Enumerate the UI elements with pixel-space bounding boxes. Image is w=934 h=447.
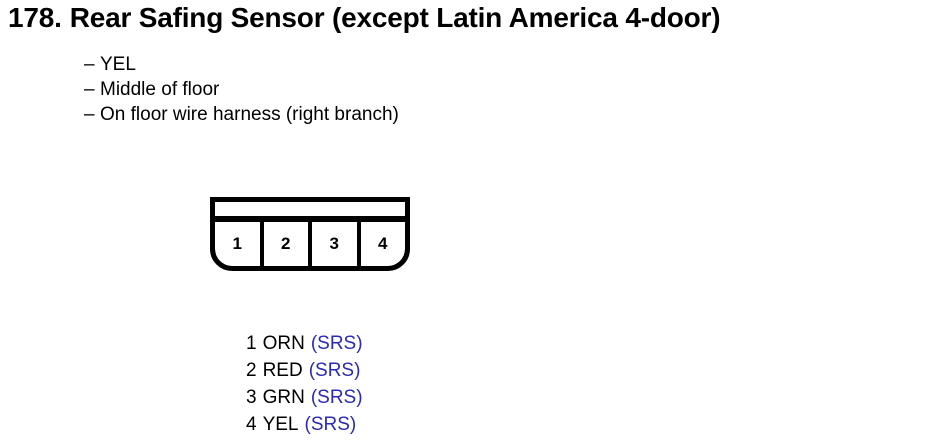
pin-legend-wire-color: ORN — [262, 333, 305, 354]
connector-diagram: 1 2 3 4 — [210, 197, 410, 271]
dash-bullet-icon: – — [84, 79, 95, 100]
connector-pin-cell: 4 — [360, 222, 405, 266]
pin-legend-number: 2 — [246, 360, 257, 381]
pin-legend-number: 4 — [246, 414, 257, 435]
pin-legend-system: (SRS) — [308, 360, 361, 381]
pin-legend-system: (SRS) — [310, 333, 363, 354]
description-item: – YEL — [84, 52, 399, 77]
pin-legend-system: (SRS) — [310, 387, 363, 408]
connector-pin-cell: 1 — [215, 222, 264, 266]
pin-legend-number: 1 — [246, 333, 257, 354]
pin-legend-wire-color: YEL — [262, 414, 299, 435]
pin-legend-wire-color: GRN — [262, 387, 305, 408]
connector-pin-row: 1 2 3 4 — [210, 217, 410, 271]
connector-pin-cell: 3 — [312, 222, 361, 266]
dash-bullet-icon: – — [84, 104, 95, 125]
description-item-label: Middle of floor — [100, 79, 220, 100]
description-item: – On floor wire harness (right branch) — [84, 102, 399, 127]
description-list: – YEL – Middle of floor – On floor wire … — [84, 52, 399, 127]
dash-bullet-icon: – — [84, 54, 95, 75]
pin-legend-wire-color: RED — [262, 360, 303, 381]
description-item-label: On floor wire harness (right branch) — [100, 104, 399, 125]
pin-legend-system: (SRS) — [304, 414, 357, 435]
page-title: 178.Rear Safing Sensor (except Latin Ame… — [8, 2, 721, 34]
page-title-number: 178. — [8, 2, 62, 33]
page-title-text: Rear Safing Sensor (except Latin America… — [69, 2, 721, 33]
description-item-label: YEL — [100, 54, 136, 75]
connector-pin-cell: 2 — [263, 222, 312, 266]
description-item: – Middle of floor — [84, 77, 399, 102]
pin-legend-number: 3 — [246, 387, 257, 408]
